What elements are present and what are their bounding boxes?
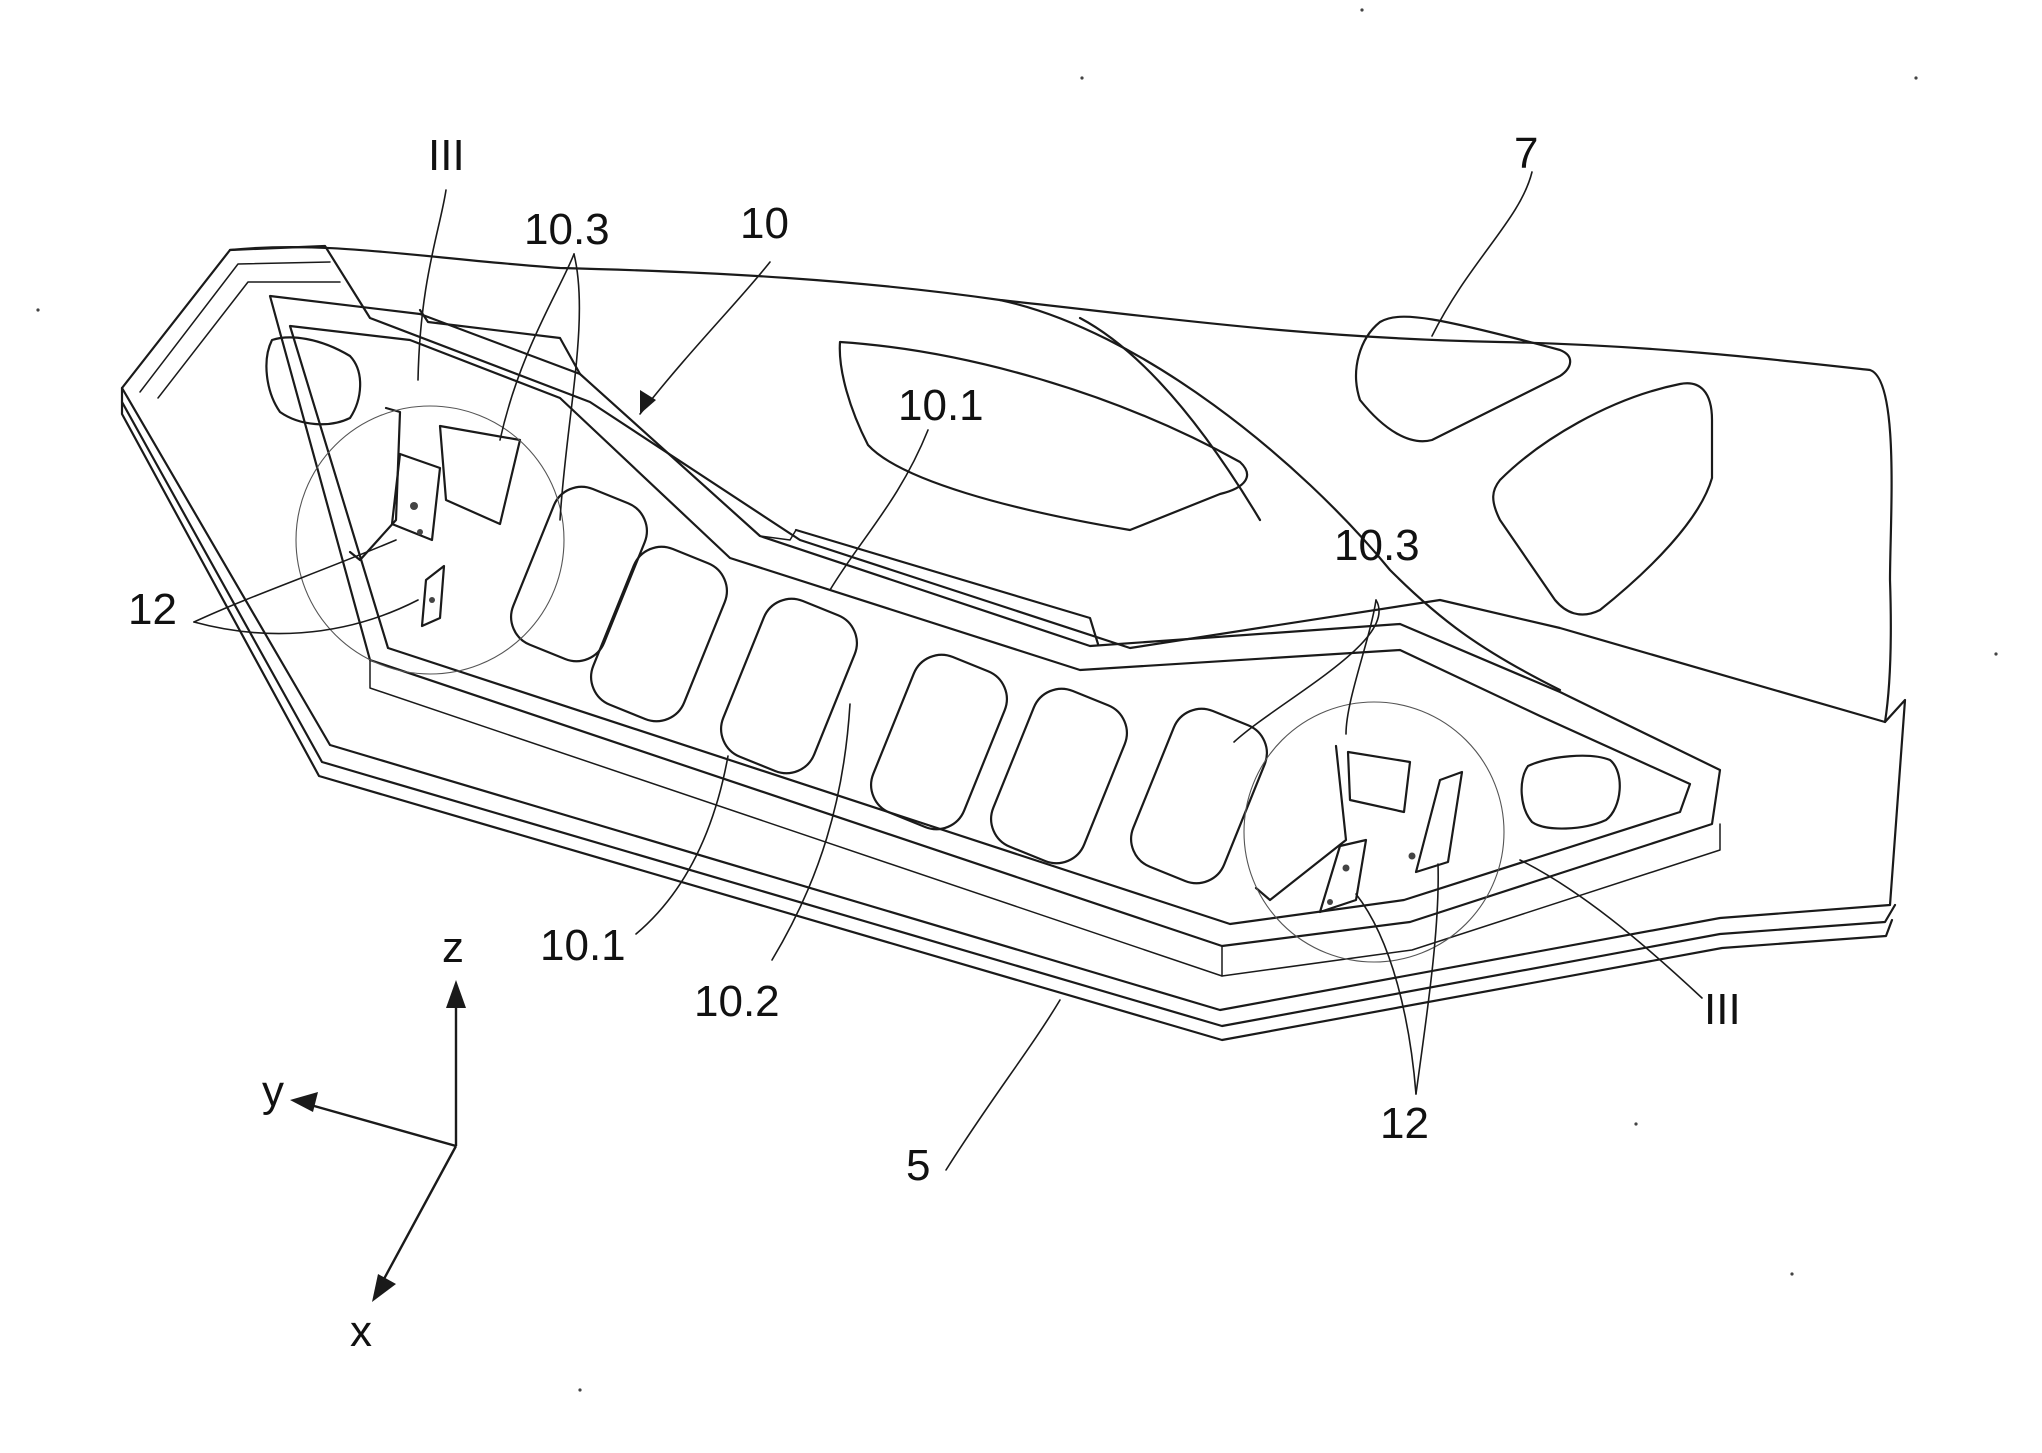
label-10: 10: [740, 199, 789, 248]
label-iii-left: III: [428, 131, 465, 180]
label-5: 5: [906, 1141, 930, 1190]
z-arrow-icon: [446, 980, 466, 1008]
axis-label-y: y: [262, 1067, 284, 1116]
label-10-3-left: 10.3: [524, 205, 610, 254]
label-10-3-right: 10.3: [1334, 521, 1420, 570]
label-iii-right: III: [1704, 985, 1741, 1034]
base-plate-5: [122, 246, 1905, 1040]
y-arrow-icon: [290, 1092, 318, 1112]
axis-triad: [290, 980, 466, 1302]
x-axis-line: [378, 1146, 456, 1290]
axis-label-x: x: [350, 1307, 372, 1356]
label-10-2: 10.2: [694, 977, 780, 1026]
label-7: 7: [1514, 129, 1538, 178]
y-axis-line: [300, 1102, 456, 1146]
x-arrow-icon: [372, 1274, 396, 1302]
leader-lines: [194, 172, 1702, 1170]
label-10-1-top: 10.1: [898, 381, 984, 430]
label-12-right: 12: [1380, 1099, 1429, 1148]
label-10-1-bottom: 10.1: [540, 921, 626, 970]
stiffener-10: [266, 296, 1720, 976]
axis-label-z: z: [442, 923, 464, 972]
scan-specks: [36, 8, 1997, 1391]
label-12-left: 12: [128, 585, 177, 634]
